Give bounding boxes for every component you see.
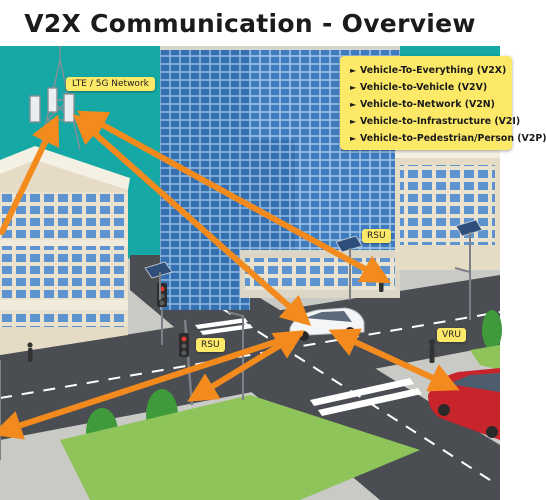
rsu-label: RSU	[196, 338, 225, 352]
arrow-car-to-rsu	[187, 330, 305, 402]
arrow-car-to-redcar	[328, 328, 460, 392]
legend-item: ►Vehicle-to-Vehicle (V2V)	[350, 79, 512, 96]
v2x-arrows	[0, 110, 460, 440]
legend-box: ►Vehicle-To-Everything (V2X) ►Vehicle-to…	[340, 56, 546, 150]
legend-item: ►Vehicle-to-Infrastructure (V2I)	[350, 113, 520, 130]
bullet-icon: ►	[350, 134, 357, 143]
arrow-car-to-lamp	[0, 331, 303, 440]
vru-label: VRU	[437, 328, 466, 342]
bullet-icon: ►	[350, 100, 357, 109]
grass-island	[60, 395, 420, 500]
arrow-left-to-tower	[0, 114, 60, 235]
legend-item: ►Vehicle-to-Pedestrian/Person (V2P)	[350, 130, 546, 147]
network-label: LTE / 5G Network	[66, 77, 155, 91]
bullet-icon: ►	[350, 66, 357, 75]
arrow-rsu-to-tower	[76, 110, 392, 284]
legend-item: ►Vehicle-to-Network (V2N)	[350, 96, 512, 113]
legend-item: ►Vehicle-To-Everything (V2X)	[350, 62, 512, 79]
bullet-icon: ►	[350, 117, 357, 126]
page-title: V2X Communication - Overview	[0, 0, 500, 46]
bullet-icon: ►	[350, 83, 357, 92]
rsu-label: RSU	[362, 229, 391, 243]
left-building	[0, 146, 130, 355]
right-building	[395, 150, 500, 270]
grass-island-right	[470, 345, 500, 370]
